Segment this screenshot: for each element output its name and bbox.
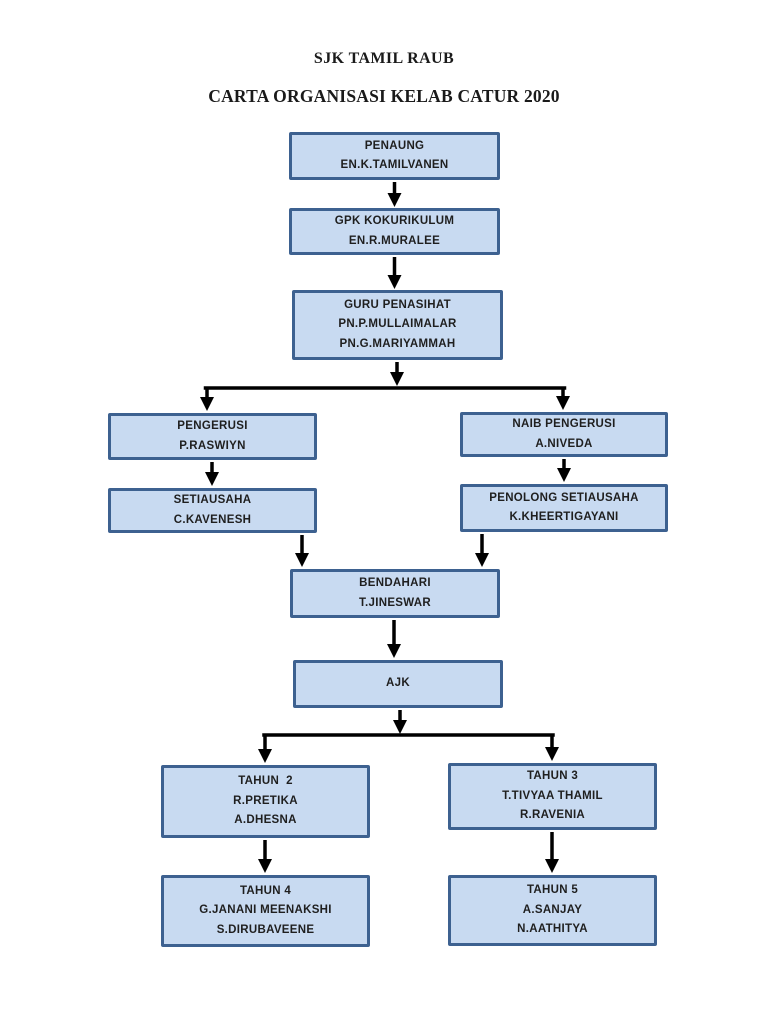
node-tahun5-member1: A.SANJAY xyxy=(522,903,583,916)
node-bendahari: BENDAHARI T.JINESWAR xyxy=(290,569,500,618)
node-penolong-member: K.KHEERTIGAYANI xyxy=(509,511,619,523)
node-tahun4-member1: G.JANANI MEENAKSHI xyxy=(199,904,332,917)
node-gpk-member: EN.R.MURALEE xyxy=(348,234,441,247)
node-tahun5-member2: N.AATHITYA xyxy=(517,923,588,936)
node-tahun4-member2: S.DIRUBAVEENE xyxy=(216,923,315,936)
node-tahun-2: TAHUN 2 R.PRETIKA A.DHESNA xyxy=(161,765,370,838)
node-tahun2-member1: R.PRETIKA xyxy=(233,794,298,807)
node-penaung: PENAUNG EN.K.TAMILVANEN xyxy=(289,132,500,180)
node-guru-member1: PN.P.MULLAIMALAR xyxy=(338,318,457,331)
node-bendahari-member: T.JINESWAR xyxy=(358,596,431,609)
node-setiausaha: SETIAUSAHA C.KAVENESH xyxy=(108,488,317,533)
node-pengerusi-member: P.RASWIYN xyxy=(179,439,246,452)
node-guru-role: GURU PENASIHAT xyxy=(344,298,451,311)
node-penaung-member: EN.K.TAMILVANEN xyxy=(340,159,449,171)
node-ajk-role: AJK xyxy=(386,677,410,690)
node-naib-pengerusi: NAIB PENGERUSI A.NIVEDA xyxy=(460,412,668,457)
node-naib-role: NAIB PENGERUSI xyxy=(512,418,616,430)
node-guru-penasihat: GURU PENASIHAT PN.P.MULLAIMALAR PN.G.MAR… xyxy=(292,290,503,360)
node-tahun-3: TAHUN 3 T.TIVYAA THAMIL R.RAVENIA xyxy=(448,763,657,830)
node-tahun5-role: TAHUN 5 xyxy=(526,884,579,897)
node-penolong-setiausaha: PENOLONG SETIAUSAHA K.KHEERTIGAYANI xyxy=(460,484,668,532)
node-tahun3-role: TAHUN 3 xyxy=(526,770,579,783)
node-pengerusi-role: PENGERUSI xyxy=(177,420,248,432)
node-naib-member: A.NIVEDA xyxy=(535,437,593,450)
node-pengerusi: PENGERUSI P.RASWIYN xyxy=(108,413,317,460)
node-ajk: AJK xyxy=(293,660,503,708)
node-setiausaha-member: C.KAVENESH xyxy=(173,513,252,526)
node-tahun2-role: TAHUN 2 xyxy=(238,775,293,788)
node-gpk-kokurikulum: GPK KOKURIKULUM EN.R.MURALEE xyxy=(289,208,500,255)
school-title: SJK TAMIL RAUB xyxy=(313,50,455,67)
node-tahun4-role: TAHUN 4 xyxy=(239,884,292,897)
node-tahun-5: TAHUN 5 A.SANJAY N.AATHITYA xyxy=(448,875,657,946)
node-penaung-role: PENAUNG xyxy=(364,139,425,152)
node-guru-member2: PN.G.MARIYAMMAH xyxy=(339,337,456,350)
node-penolong-role: PENOLONG SETIAUSAHA xyxy=(489,491,639,504)
node-tahun3-member2: R.RAVENIA xyxy=(519,809,586,822)
node-gpk-role: GPK KOKURIKULUM xyxy=(334,215,455,227)
node-bendahari-role: BENDAHARI xyxy=(359,577,431,589)
node-setiausaha-role: SETIAUSAHA xyxy=(173,494,252,506)
node-tahun3-member1: T.TIVYAA THAMIL xyxy=(502,789,603,802)
node-tahun2-member2: A.DHESNA xyxy=(234,814,297,827)
node-tahun-4: TAHUN 4 G.JANANI MEENAKSHI S.DIRUBAVEENE xyxy=(161,875,370,947)
chart-title: CARTA ORGANISASI KELAB CATUR 2020 xyxy=(208,86,560,106)
